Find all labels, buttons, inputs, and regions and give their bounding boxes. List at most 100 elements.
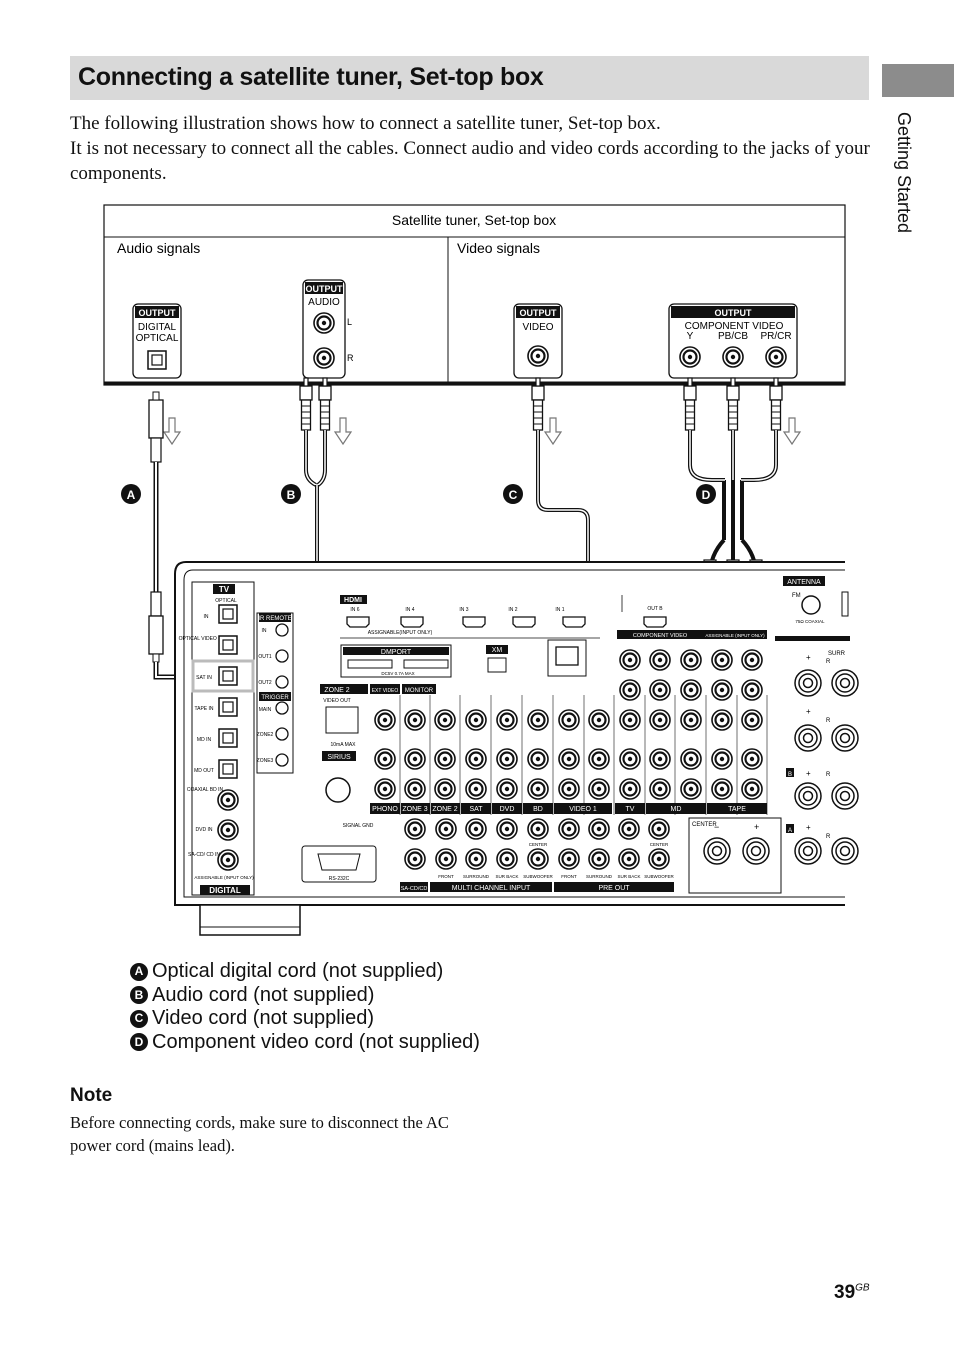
- cord-badge-a-text: A: [127, 488, 136, 502]
- front-label-2: FRONT: [561, 874, 577, 879]
- set-top-box: Satellite tuner, Set-top box Audio signa…: [103, 204, 846, 386]
- audio-l-label: L: [347, 317, 352, 327]
- sacd-cd-label: SA-CD/CD: [401, 886, 428, 892]
- output-label-component: OUTPUT: [715, 308, 753, 318]
- panel-jack: [740, 777, 764, 801]
- hdmi-in2-label: IN 2: [508, 607, 517, 613]
- sacd-in-label: SA-CD/ CD IN: [188, 852, 220, 858]
- panel-jack: [587, 777, 611, 801]
- legend-item-d: D Component video cord (not supplied): [130, 1031, 480, 1055]
- legend-text-d: Component video cord (not supplied): [152, 1030, 480, 1053]
- multichannel-jack: [434, 817, 458, 841]
- trigger-zone3-label: ZONE3: [257, 758, 274, 764]
- legend-item-c: C Video cord (not supplied): [130, 1007, 480, 1031]
- component-video-panel-label: COMPONENT VIDEO: [633, 633, 688, 639]
- hdmi-label: HDMI: [344, 597, 362, 604]
- cord-badge-c-text: C: [509, 488, 518, 502]
- hdmi-in1-label: IN 1: [555, 607, 564, 613]
- signal-gnd-label: SIGNAL GND: [343, 823, 374, 829]
- panel-jack: [710, 747, 734, 771]
- panel-jack: [648, 777, 672, 801]
- panel-jack: [433, 747, 457, 771]
- multichannel-jack: [647, 817, 671, 841]
- audio-r-label: R: [347, 353, 354, 363]
- panel-jack: [464, 708, 488, 732]
- pre-out-label: PRE OUT: [598, 885, 630, 892]
- legend-badge-c: C: [130, 1009, 148, 1028]
- multichannel-jack: [464, 817, 488, 841]
- hdmi-assignable-label: ASSIGNABLE(INPUT ONLY): [368, 630, 433, 636]
- assignable-label: ASSIGNABLE (INPUT ONLY): [194, 875, 254, 880]
- tape-label: TAPE: [728, 806, 746, 813]
- panel-jack: [648, 747, 672, 771]
- xm-label: XM: [492, 647, 503, 654]
- panel-jack: [679, 747, 703, 771]
- legend-text-b: Audio cord (not supplied): [152, 983, 375, 1006]
- surr-plus-label: +: [806, 653, 811, 662]
- output-label-audio: OUTPUT: [306, 284, 344, 294]
- panel-jack: [526, 708, 550, 732]
- component-jack: [710, 708, 734, 732]
- zone2-video-out-label: VIDEO OUT: [323, 698, 351, 704]
- panel-jack: [403, 747, 427, 771]
- tv-label: TV: [219, 585, 230, 594]
- audio-video-jack-grid: PHONO ZONE 3 ZONE 2 SAT DVD BD VIDEO 1 T…: [370, 630, 768, 871]
- multichannel-jack: [403, 817, 427, 841]
- spk-plus-3: +: [806, 769, 811, 778]
- panel-jack: [618, 747, 642, 771]
- spk-r-4: R: [826, 834, 831, 840]
- page-number: 39GB: [834, 1282, 870, 1304]
- section-title-bar: Connecting a satellite tuner, Set-top bo…: [70, 56, 869, 100]
- multichannel-jack: [464, 847, 488, 871]
- video1-label: VIDEO 1: [569, 806, 597, 813]
- spk-r-3: R: [826, 772, 831, 778]
- center-label-1: CENTER: [529, 842, 548, 847]
- note-text: Before connecting cords, make sure to di…: [70, 1113, 449, 1155]
- component-jack: [710, 648, 734, 672]
- panel-jack: [710, 777, 734, 801]
- sat-in-label: SAT IN: [196, 675, 212, 681]
- multichannel-jack: [403, 847, 427, 871]
- panel-jack: [587, 747, 611, 771]
- legend-item-a: A Optical digital cord (not supplied): [130, 960, 480, 984]
- sur-back-label-1: SUR BACK: [495, 874, 518, 879]
- subwoofer-label-1: SUBWOOFER: [523, 874, 553, 879]
- zone2-label: ZONE 2: [432, 806, 457, 813]
- trigger-zone2-label: ZONE2: [257, 732, 274, 738]
- spk-plus-4: +: [806, 823, 811, 832]
- spk-plus-2: +: [806, 707, 811, 716]
- optical-section-label: OPTICAL: [215, 598, 237, 604]
- legend-badge-d: D: [130, 1033, 148, 1052]
- multichannel-jack: [526, 817, 550, 841]
- center-minus: −: [714, 822, 719, 832]
- ext-video-label: EXT VIDEO: [372, 688, 399, 694]
- video-label: VIDEO: [522, 322, 553, 333]
- speaker-a-label: A: [788, 828, 792, 834]
- panel-jack: [557, 708, 581, 732]
- panel-jack: [526, 777, 550, 801]
- component-jack: [648, 648, 672, 672]
- video-inputs-row: ZONE 2 VIDEO OUT 10mA MAX SIRIUS EXT VID…: [320, 684, 436, 803]
- speaker-b-label: B: [788, 772, 792, 778]
- audio-label: AUDIO: [308, 297, 340, 308]
- tape-in-label: TAPE IN: [194, 706, 213, 712]
- multichannel-jack: [647, 847, 671, 871]
- panel-jack: [618, 777, 642, 801]
- fm-label: FM: [792, 593, 801, 599]
- cord-badge-b: B: [281, 484, 301, 504]
- ir-remote-label: IR REMOTE: [258, 616, 291, 622]
- cord-badge-b-text: B: [287, 488, 296, 502]
- hdmi-inputs: HDMI IN 6 IN 4 IN 3 IN 2 IN 1 OUT B ASSI…: [340, 595, 667, 639]
- phono-label: PHONO: [372, 806, 398, 813]
- trigger-label: TRIGGER: [261, 695, 289, 701]
- trigger-main-label: MAIN: [259, 707, 272, 713]
- cord-badge-d: D: [696, 484, 716, 504]
- digital-label: DIGITAL: [209, 886, 241, 895]
- hdmi-in3-label: IN 3: [459, 607, 468, 613]
- component-jack: [679, 678, 703, 702]
- component-jack: [648, 678, 672, 702]
- cord-badge-d-text: D: [702, 488, 711, 502]
- ir-out1-label: OUT1: [258, 654, 272, 660]
- video-output-jack: OUTPUT VIDEO: [513, 303, 563, 379]
- digital-label: DIGITAL: [138, 322, 177, 333]
